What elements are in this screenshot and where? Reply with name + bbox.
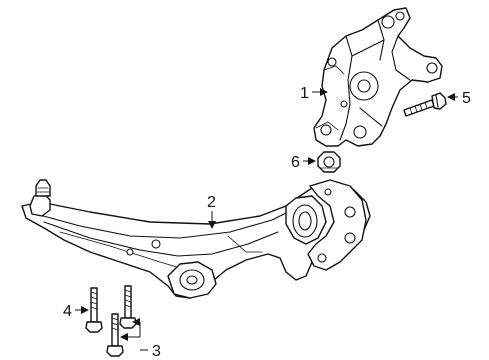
callout-1: 1 (300, 85, 328, 102)
callout-4: 4 (63, 303, 89, 320)
nut (317, 151, 341, 173)
arm-bolt-middle (106, 313, 124, 357)
arm-bolt-left (85, 287, 103, 333)
arm-bolt-right (119, 285, 137, 329)
callout-2: 2 (207, 194, 216, 229)
callout-3-label: 3 (152, 343, 161, 360)
callout-6: 6 (291, 154, 316, 171)
callout-1-label: 1 (300, 85, 309, 102)
callout-3: 3 (120, 318, 161, 360)
callout-2-label: 2 (207, 194, 216, 211)
callout-4-label: 4 (63, 303, 72, 320)
callout-5: 5 (447, 90, 471, 107)
callout-5-label: 5 (462, 90, 471, 107)
steering-knuckle (313, 7, 443, 147)
lower-control-arm (21, 179, 371, 299)
knuckle-bolt (403, 92, 447, 117)
callout-6-label: 6 (291, 154, 300, 171)
